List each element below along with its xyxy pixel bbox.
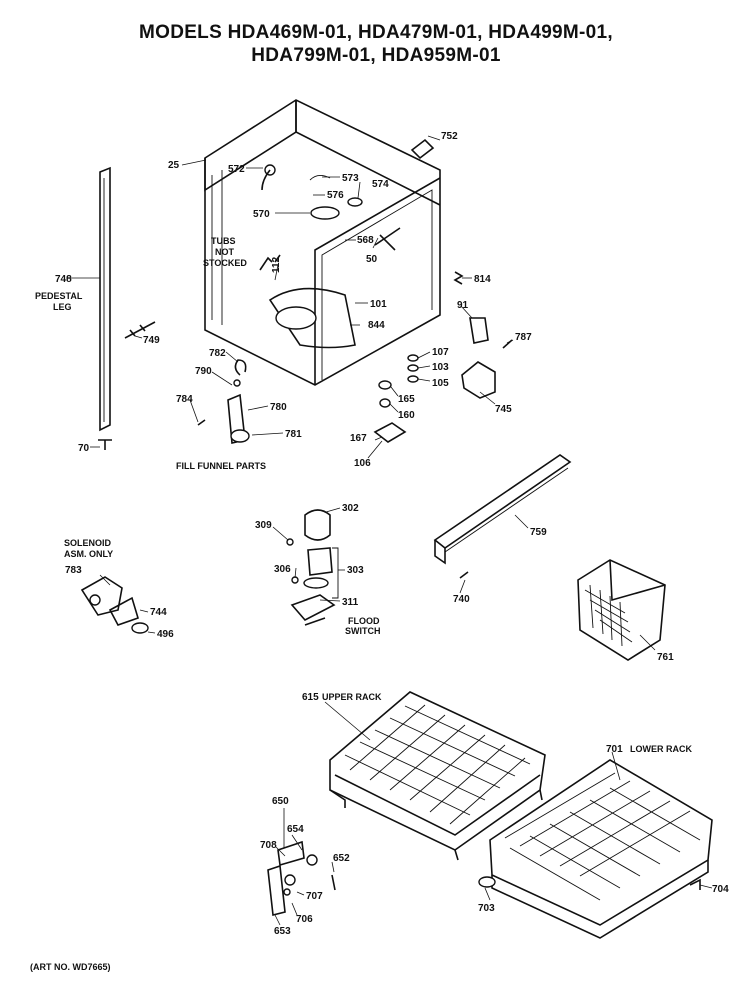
part-label-103: 103 (432, 362, 449, 373)
part-label-759: 759 (530, 527, 547, 538)
part-label-787: 787 (515, 332, 532, 343)
part-label-790: 790 (195, 366, 212, 377)
roller-704-drawing (689, 878, 701, 890)
leader-lines (66, 135, 713, 926)
part-label-311: 311 (342, 597, 359, 608)
part-label-782: 782 (209, 348, 226, 359)
part-label-650: 650 (272, 796, 289, 807)
part-label-107: 107 (432, 347, 449, 358)
washer-105-drawing (407, 375, 419, 383)
part-label-572: 572 (228, 164, 245, 175)
part-label-652: 652 (333, 853, 350, 864)
part-label-701: 701 (606, 744, 623, 755)
part-label-568: 568 (357, 235, 374, 246)
part-label-50: 50 (366, 254, 378, 265)
part-label-653: 653 (274, 926, 291, 937)
part-label-70: 70 (78, 443, 90, 454)
pedestal-leg-drawing (98, 166, 112, 450)
part-label-740: 740 (453, 594, 470, 605)
part-label-91: 91 (457, 300, 469, 311)
fill-funnel-caption: FILL FUNNEL PARTS (176, 461, 266, 471)
part-label-574: 574 (372, 179, 389, 190)
part-label-101: 101 (370, 299, 387, 310)
silverware-basket-drawing (577, 559, 666, 661)
flood-switch-drawing (286, 509, 339, 626)
part-label-704: 704 (712, 884, 729, 895)
part-label-160: 160 (398, 410, 415, 421)
part-label-654: 654 (287, 824, 304, 835)
tubs-caption-line-3: STOCKED (203, 258, 247, 268)
lower-rack-caption: LOWER RACK (630, 744, 692, 754)
part-label-706: 706 (296, 914, 313, 925)
part-label-615: 615 (302, 692, 319, 703)
part-label-302: 302 (342, 503, 359, 514)
part-label-761: 761 (657, 652, 674, 663)
part-label-573: 573 (342, 173, 359, 184)
pedestal-leg-caption-line-2: LEG (53, 302, 72, 312)
bracket-745-drawing (461, 361, 496, 399)
diagram-title-line-1: MODELS HDA469M-01, HDA479M-01, HDA499M-0… (138, 22, 613, 43)
part-label-752: 752 (441, 131, 458, 142)
part-label-112: 112 (271, 256, 282, 273)
washer-103-drawing (407, 364, 419, 372)
part-label-309: 309 (255, 520, 272, 531)
part-label-165: 165 (398, 394, 415, 405)
washer-165-drawing (378, 380, 392, 390)
part-label-303: 303 (347, 565, 364, 576)
fill-funnel-drawing (197, 359, 250, 444)
part-label-745: 745 (495, 404, 512, 415)
part-label-570: 570 (253, 209, 270, 220)
rail-drawing (433, 454, 572, 565)
part-label-844: 844 (368, 320, 385, 331)
part-label-784: 784 (176, 394, 193, 405)
bracket-167-drawing (373, 422, 407, 443)
tub-assembly-drawing (204, 99, 441, 386)
tubs-caption-line-1: TUBS (211, 236, 236, 246)
part-label-707: 707 (306, 891, 323, 902)
upper-rack-caption: UPPER RACK (322, 692, 382, 702)
part-label-781: 781 (285, 429, 302, 440)
part-label-496: 496 (157, 629, 174, 640)
part-label-708: 708 (260, 840, 277, 851)
part-label-703: 703 (478, 903, 495, 914)
spring-drawing (453, 271, 464, 285)
rack-roller-parts-drawing (267, 840, 336, 916)
upper-rack-drawing (329, 691, 546, 861)
part-label-814: 814 (474, 274, 491, 285)
part-label-306: 306 (274, 564, 291, 575)
pedestal-leg-caption-line-1: PEDESTAL (35, 291, 83, 301)
solenoid-caption-line-2: ASM. ONLY (64, 549, 113, 559)
hinge-bracket-drawing (410, 138, 435, 160)
part-label-748: 748 (55, 274, 72, 285)
part-label-167: 167 (350, 433, 367, 444)
tubs-caption-line-2: NOT (215, 247, 235, 257)
part-label-25: 25 (168, 160, 180, 171)
nut-160-drawing (379, 398, 391, 408)
part-label-780: 780 (270, 402, 287, 413)
solenoid-drawing (80, 576, 149, 634)
screw-740-drawing (459, 571, 469, 579)
part-label-749: 749 (143, 335, 160, 346)
part-label-783: 783 (65, 565, 82, 576)
part-label-105: 105 (432, 378, 449, 389)
solenoid-caption-line-1: SOLENOID (64, 538, 112, 548)
part-label-744: 744 (150, 607, 167, 618)
part-label-106: 106 (354, 458, 371, 469)
part-label-576: 576 (327, 190, 344, 201)
washer-107-drawing (407, 354, 419, 362)
diagram-title-line-2: HDA799M-01, HDA959M-01 (251, 45, 501, 66)
flood-switch-caption-line-1: FLOOD (348, 616, 380, 626)
art-number-footer: (ART NO. WD7665) (30, 962, 111, 972)
bracket-91-drawing (469, 317, 489, 344)
roller-703-drawing (478, 876, 496, 888)
flood-switch-caption-line-2: SWITCH (345, 626, 381, 636)
screws-749-drawing (124, 321, 156, 339)
